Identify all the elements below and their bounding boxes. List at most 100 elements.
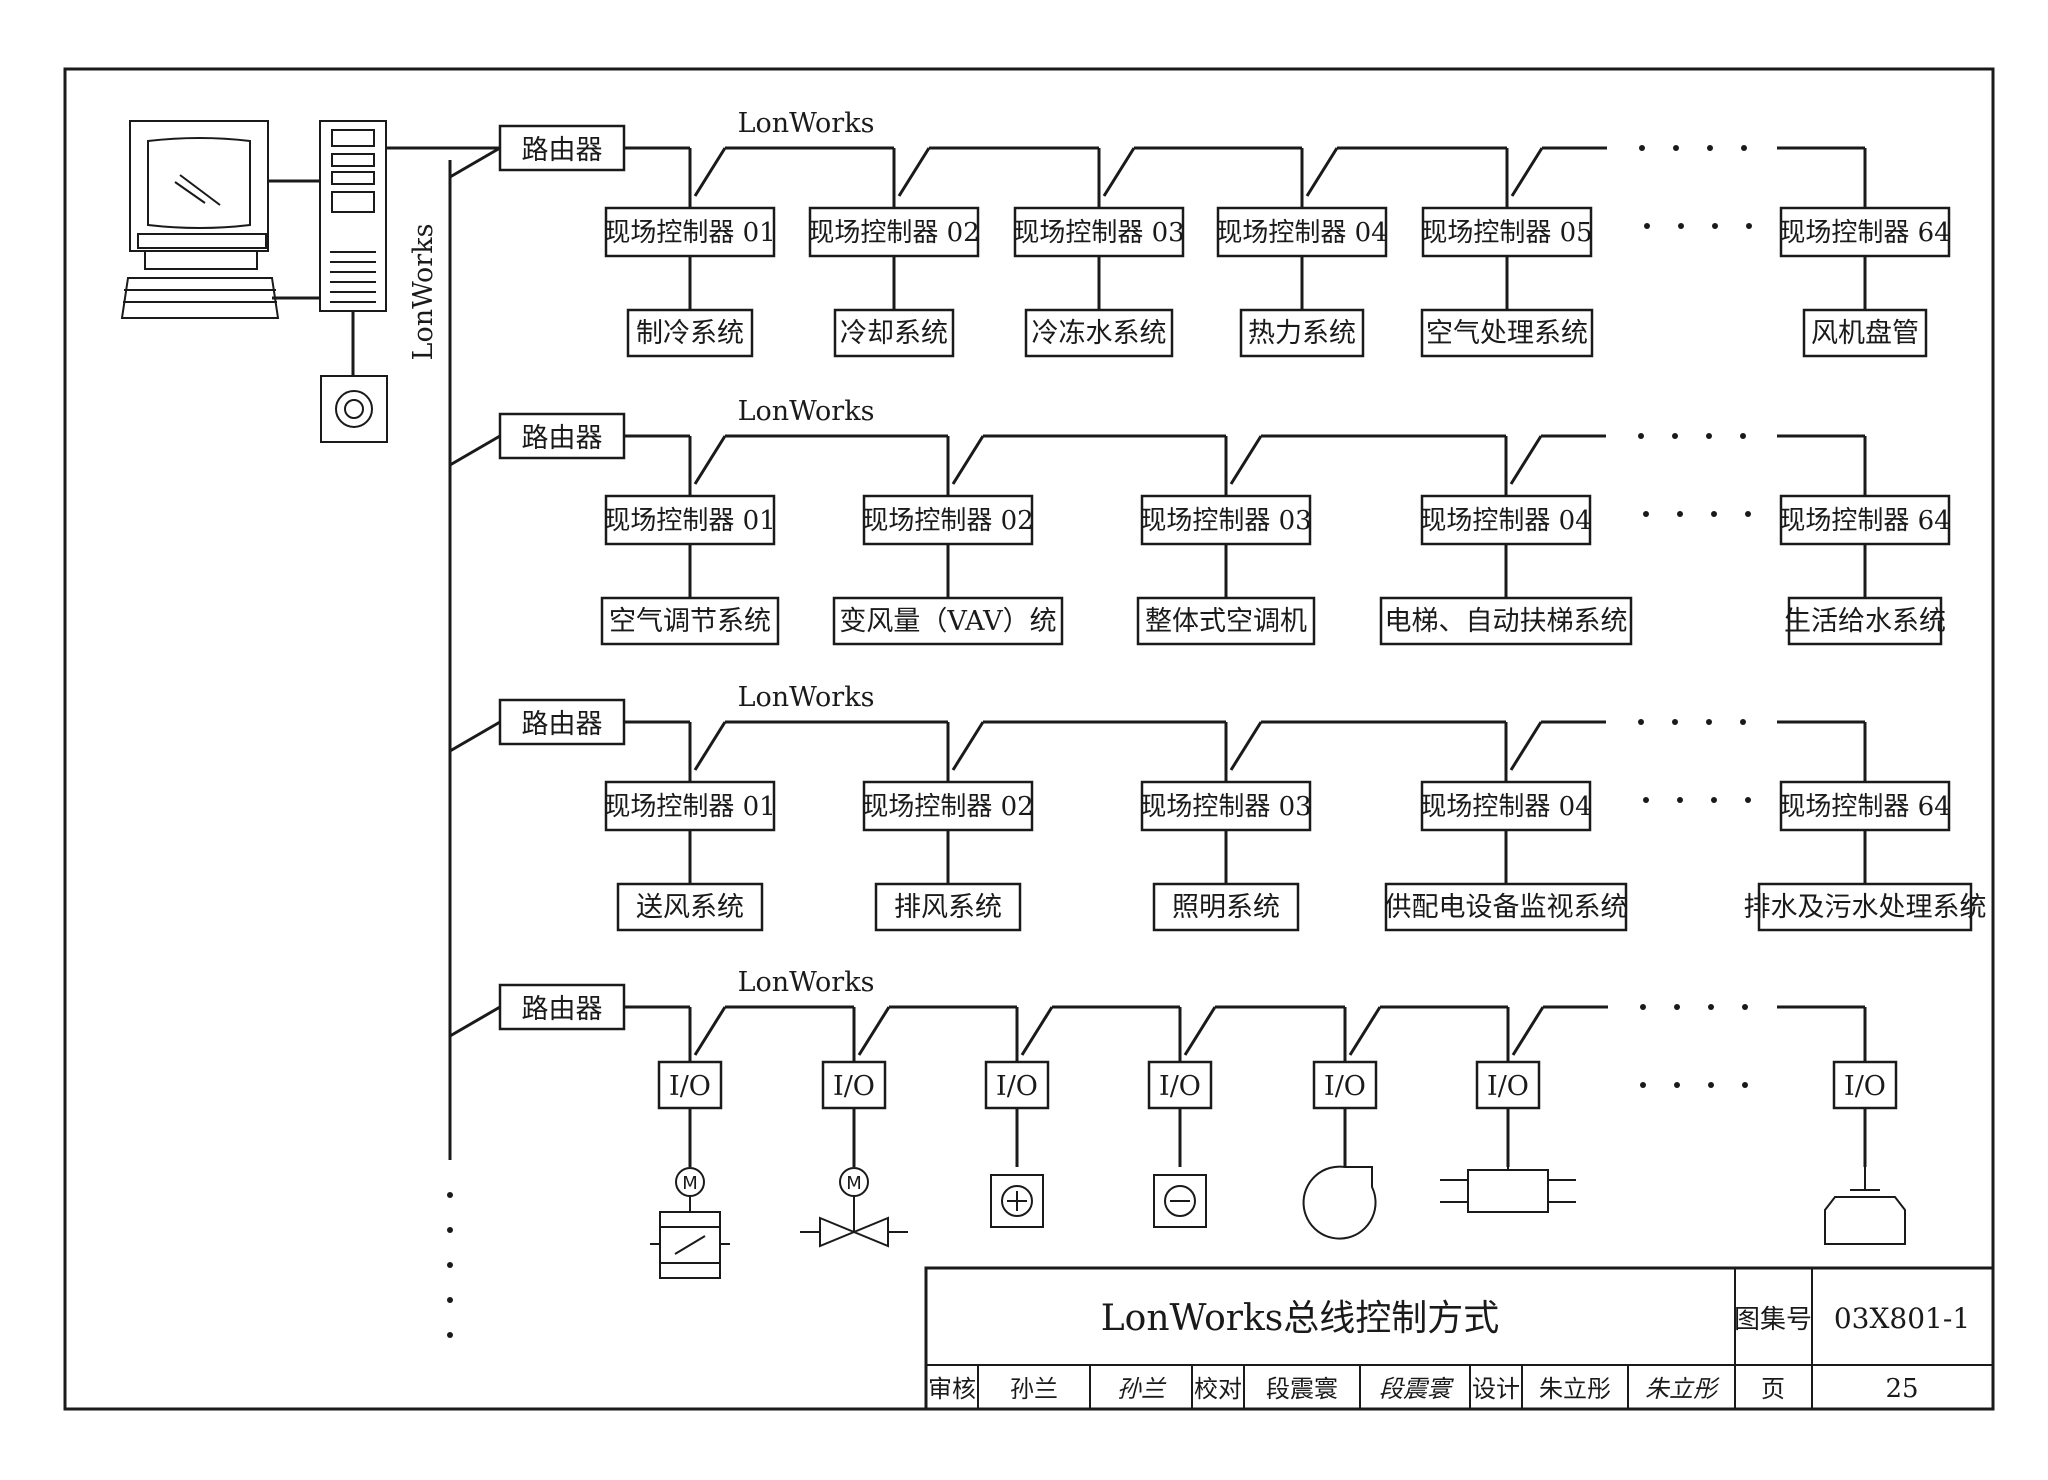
- field-controller-box: [1013, 206, 1185, 258]
- keyboard-icon: [120, 277, 280, 319]
- review-label: 审核: [928, 1375, 976, 1403]
- bus-diagonal: [1229, 435, 1263, 485]
- subsystem-box: [600, 596, 780, 646]
- field-controller-box: [604, 494, 776, 546]
- subsystem-box: [1024, 308, 1174, 358]
- field-controller-label: 现场控制器 01: [604, 506, 775, 536]
- field-controller-label: 现场控制器 03: [1140, 792, 1311, 822]
- bus-diagonal: [1229, 721, 1263, 771]
- fan-icon: [1302, 1165, 1377, 1240]
- bus-diagonal: [693, 435, 727, 485]
- io-module-label: I/O: [1324, 1071, 1366, 1102]
- page-label: 页: [1761, 1375, 1785, 1403]
- bus-diagonal: [1509, 721, 1543, 771]
- bus-continuation-dots: [1639, 145, 1747, 151]
- subsystem-box: [874, 882, 1022, 932]
- router-box: [498, 698, 626, 746]
- field-controller-box: [1216, 206, 1388, 258]
- router-label: 路由器: [522, 994, 603, 1025]
- bus-diagonal: [1183, 1006, 1217, 1056]
- io-module-label: I/O: [996, 1071, 1038, 1102]
- field-controller-box: [1779, 494, 1951, 546]
- io-module-box: [1147, 1060, 1213, 1110]
- bus-label: LonWorks: [738, 396, 875, 427]
- bus-diagonal: [857, 1006, 891, 1056]
- subsystem-box: [1787, 596, 1943, 646]
- router-label: 路由器: [522, 135, 603, 166]
- subsystem-box: [616, 882, 764, 932]
- reviewer-name: 孙兰: [1010, 1375, 1058, 1403]
- io-module-box: [821, 1060, 887, 1110]
- field-controller-label: 现场控制器 64: [1779, 792, 1950, 822]
- bus-diagonal: [1511, 1006, 1545, 1056]
- field-controller-label: 现场控制器 01: [604, 792, 775, 822]
- bus-label: LonWorks: [738, 967, 875, 998]
- bus-diagonal: [1020, 1006, 1054, 1056]
- bus-diagonal: [693, 721, 727, 771]
- field-controller-label: 现场控制器 05: [1421, 218, 1592, 248]
- atlas-number: 03X801-1: [1834, 1302, 1970, 1335]
- field-controller-label: 现场控制器 64: [1779, 506, 1950, 536]
- bus-diagonal: [951, 721, 985, 771]
- field-controller-box: [808, 206, 980, 258]
- subsystem-label: 热力系统: [1248, 318, 1356, 349]
- field-controller-label: 现场控制器 02: [862, 506, 1033, 536]
- bus-diagonal: [897, 147, 931, 197]
- bus-label: LonWorks: [738, 682, 875, 713]
- checker-name: 段震寰: [1266, 1375, 1338, 1403]
- subsystem-label: 整体式空调机: [1145, 606, 1307, 637]
- subsystem-label: 冷冻水系统: [1032, 318, 1167, 349]
- io-module-label: I/O: [833, 1071, 875, 1102]
- backbone-label: LonWorks: [408, 224, 439, 361]
- bus-continuation-dots: [1638, 719, 1746, 725]
- field-controller-box: [1420, 780, 1592, 832]
- title-block: [924, 1266, 1995, 1411]
- subsystem-box: [1152, 882, 1300, 932]
- atlas-label: 图集号: [1734, 1305, 1812, 1335]
- field-controller-label: 现场控制器 01: [604, 218, 775, 248]
- designer-name: 朱立彤: [1539, 1375, 1611, 1403]
- io-continuation-dots: [1640, 1082, 1748, 1088]
- subsystem-box: [1379, 596, 1633, 646]
- subsystem-box: [1757, 882, 1973, 932]
- field-controller-box: [604, 206, 776, 258]
- router-label: 路由器: [522, 709, 603, 740]
- router-box: [498, 983, 626, 1031]
- field-controller-box: [862, 780, 1034, 832]
- motorized-damper-icon: M: [650, 1167, 730, 1279]
- bus-diagonal: [951, 435, 985, 485]
- io-module-box: [984, 1060, 1050, 1110]
- pipe-sensor-icon: [1440, 1162, 1576, 1213]
- subsystem-box: [1239, 308, 1365, 358]
- workstation-wiring: [268, 146, 500, 376]
- check-label: 校对: [1194, 1375, 1242, 1403]
- minus-sensor-icon: [1153, 1174, 1207, 1228]
- subsystem-label: 照明系统: [1172, 892, 1280, 923]
- bus-diagonal: [1305, 147, 1339, 197]
- subsystem-box: [1384, 882, 1628, 932]
- io-module-label: I/O: [669, 1071, 711, 1102]
- field-controller-label: 现场控制器 64: [1779, 218, 1950, 248]
- subsystem-label: 变风量（VAV）统: [839, 606, 1056, 637]
- bus-diagonal: [693, 147, 727, 197]
- backbone-branch: [449, 146, 501, 179]
- checker-signature: 段震寰: [1379, 1375, 1454, 1403]
- disk-drive-icon: [320, 375, 388, 443]
- design-label: 设计: [1472, 1375, 1520, 1403]
- io-module-label: I/O: [1159, 1071, 1201, 1102]
- subsystem-box: [1802, 308, 1928, 358]
- subsystem-box: [833, 308, 955, 358]
- backbone-branch: [449, 1005, 501, 1038]
- field-controller-label: 现场控制器 02: [808, 218, 979, 248]
- subsystem-label: 生活给水系统: [1784, 606, 1946, 637]
- subsystem-label: 冷却系统: [840, 318, 948, 349]
- field-controller-box: [1779, 780, 1951, 832]
- field-controller-label: 现场控制器 03: [1013, 218, 1184, 248]
- subsystem-box: [1136, 596, 1316, 646]
- subsystem-label: 送风系统: [636, 892, 744, 923]
- bus-diagonal: [1102, 147, 1136, 197]
- bus-continuation-dots: [1640, 1004, 1748, 1010]
- drawing-title: LonWorks总线控制方式: [1101, 1298, 1500, 1339]
- computer-monitor-icon: [129, 120, 269, 270]
- subsystem-label: 排风系统: [894, 892, 1002, 923]
